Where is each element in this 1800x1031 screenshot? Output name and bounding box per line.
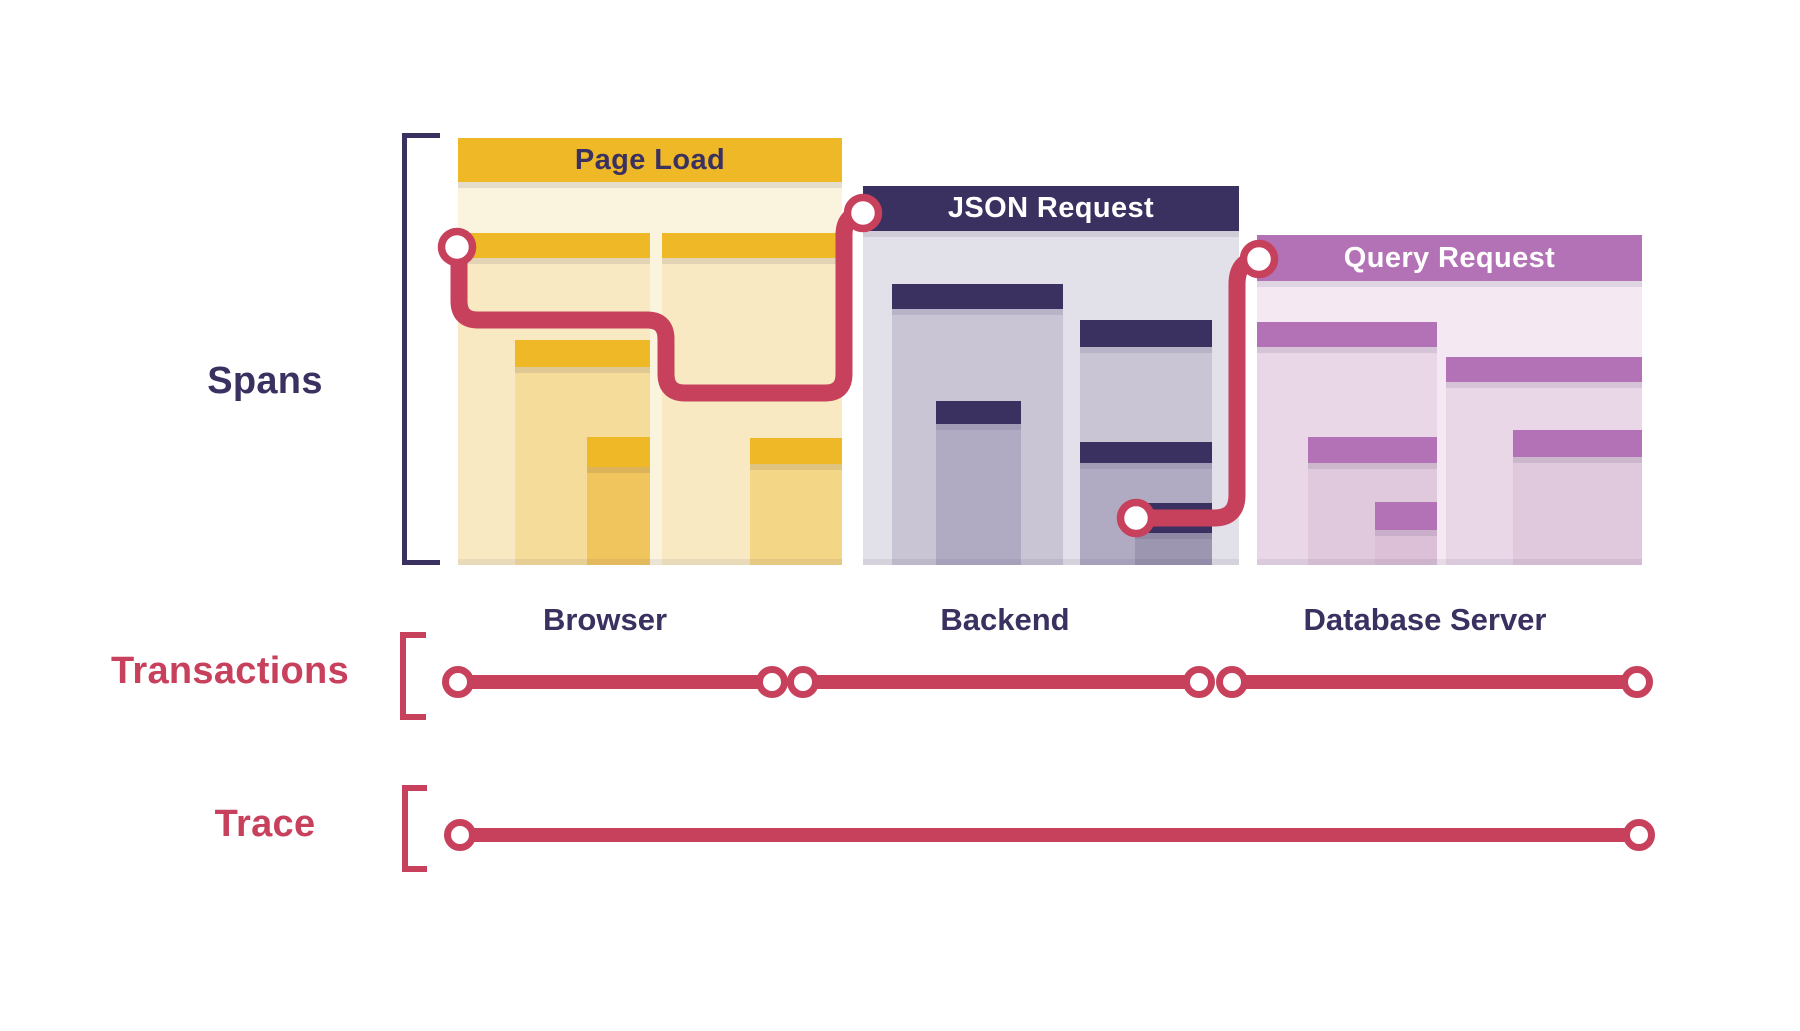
backend-span-bar xyxy=(1135,503,1212,539)
database-span xyxy=(1513,430,1642,565)
backend-span-bar xyxy=(892,284,1063,315)
caption-browser: Browser xyxy=(542,602,668,637)
browser-span-fill xyxy=(750,464,842,565)
trace-line xyxy=(460,828,1639,842)
browser-span-bar xyxy=(662,233,842,264)
browser-span xyxy=(587,437,650,565)
database-span-bar xyxy=(1513,430,1642,463)
query-request-title: Query Request xyxy=(1343,241,1556,274)
panel-query-request: Query Request xyxy=(1257,235,1642,565)
trace-end-node xyxy=(1623,819,1655,851)
database-span-fill xyxy=(1513,457,1642,565)
caption-database-server: Database Server xyxy=(1303,602,1547,637)
transaction-end-node xyxy=(756,666,788,698)
transaction-end-node xyxy=(1621,666,1653,698)
query-request-header: Query Request xyxy=(1257,235,1642,287)
page-load-title: Page Load xyxy=(574,143,726,176)
database-span xyxy=(1308,437,1437,565)
backend-span-bar xyxy=(1080,442,1212,469)
database-span-bar xyxy=(1446,357,1642,388)
transaction-line-database xyxy=(1232,675,1637,689)
transaction-end-node xyxy=(1183,666,1215,698)
database-span xyxy=(1375,502,1437,565)
browser-span-fill xyxy=(587,467,650,565)
panel-json-request: JSON Request xyxy=(863,186,1239,565)
transactions-bracket xyxy=(400,632,426,720)
trace-start-node xyxy=(444,819,476,851)
browser-span-bar xyxy=(515,340,650,373)
transaction-start-node xyxy=(1216,666,1248,698)
transaction-start-node xyxy=(787,666,819,698)
database-span-bar xyxy=(1257,322,1437,353)
database-span-bar xyxy=(1375,502,1437,536)
transaction-line-browser xyxy=(458,675,772,689)
transaction-start-node xyxy=(442,666,474,698)
browser-span-bar xyxy=(458,233,650,264)
backend-span xyxy=(1135,503,1212,565)
transaction-line-backend xyxy=(803,675,1199,689)
spans-bracket xyxy=(402,133,440,565)
caption-backend: Backend xyxy=(940,602,1070,637)
json-request-title: JSON Request xyxy=(947,192,1155,224)
trace-row-label: Trace xyxy=(214,803,316,845)
json-request-header: JSON Request xyxy=(863,186,1239,237)
browser-span-bar xyxy=(587,437,650,473)
backend-span-bar xyxy=(1080,320,1212,353)
trace-bracket xyxy=(402,785,427,872)
page-load-header: Page Load xyxy=(458,138,842,188)
backend-span-bar xyxy=(936,401,1021,430)
backend-span-fill xyxy=(936,424,1021,565)
database-span-bar xyxy=(1308,437,1437,469)
panel-page-load: Page Load xyxy=(458,138,842,565)
spans-row-label: Spans xyxy=(207,360,323,402)
transactions-row-label: Transactions xyxy=(110,650,350,692)
browser-span-bar xyxy=(750,438,842,470)
browser-span xyxy=(750,438,842,565)
backend-span xyxy=(936,401,1021,565)
